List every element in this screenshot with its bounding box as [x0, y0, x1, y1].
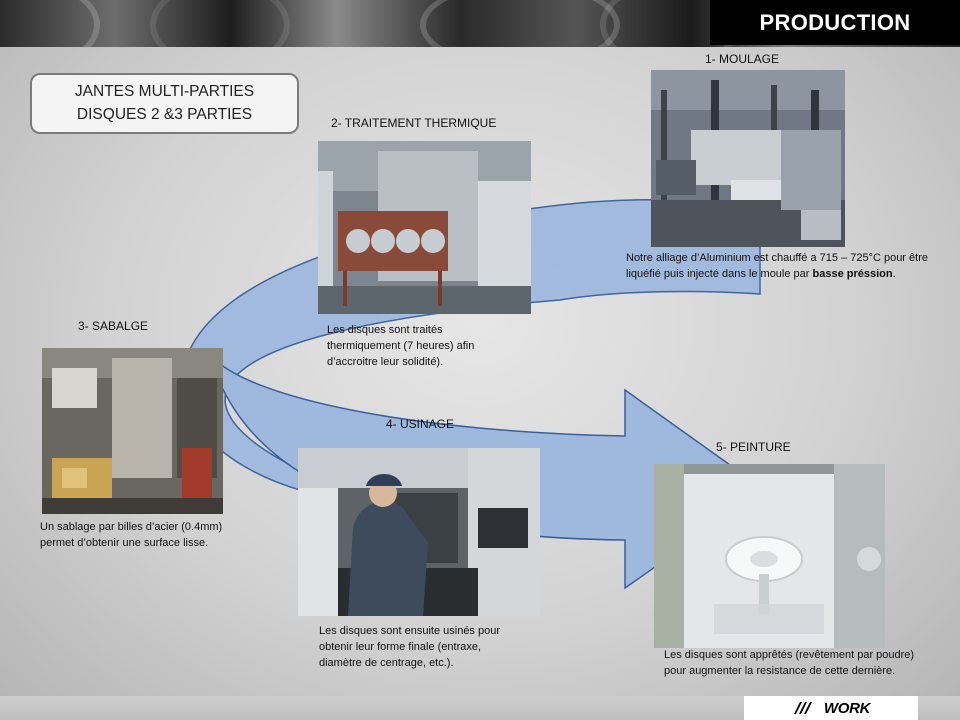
title-box: JANTES MULTI-PARTIES DISQUES 2 &3 PARTIE… — [30, 73, 299, 134]
step-2-description: Les disques sont traités thermiquement (… — [327, 324, 475, 368]
step-5-label: 5- PEINTURE — [716, 440, 791, 454]
header-banner: PRODUCTION — [0, 0, 960, 47]
title-line-1: JANTES MULTI-PARTIES — [74, 83, 255, 101]
step-3-label: 3- SABALGE — [78, 319, 149, 333]
moulage-photo — [651, 70, 845, 247]
step-1-desc-lead: Notre alliage d’Aluminium est chauffé a … — [626, 252, 928, 280]
title-line-2: DISQUES 2 &3 PARTIES — [76, 105, 253, 123]
usinage-photo — [298, 448, 540, 616]
step-1-description: Notre alliage d’Aluminium est chauffé a … — [626, 251, 931, 283]
step-5-description: Les disques sont apprêtés (revêtement pa… — [664, 649, 915, 677]
step-4-label: 4- USINAGE — [386, 417, 455, 431]
work-logo-text: WORK — [823, 699, 871, 717]
footer-bar: WORK — [0, 696, 960, 720]
step-4-description: Les disques sont ensuite usinés pour obt… — [319, 625, 501, 669]
traitement-photo — [318, 141, 531, 314]
step-3-description: Un sablage par billes d’acier (0.4mm) pe… — [40, 521, 223, 549]
work-logo-icon — [793, 702, 812, 714]
peinture-photo — [654, 464, 885, 648]
work-logo: WORK — [744, 696, 918, 720]
step-1-desc-bold: basse préssion — [812, 267, 893, 280]
step-1-label: 1- MOULAGE — [705, 52, 780, 66]
step-2-label: 2- TRAITEMENT THERMIQUE — [331, 116, 497, 130]
sablage-photo — [42, 348, 223, 514]
page-title: PRODUCTION — [710, 0, 960, 45]
step-1-desc-tail: . — [892, 267, 896, 280]
